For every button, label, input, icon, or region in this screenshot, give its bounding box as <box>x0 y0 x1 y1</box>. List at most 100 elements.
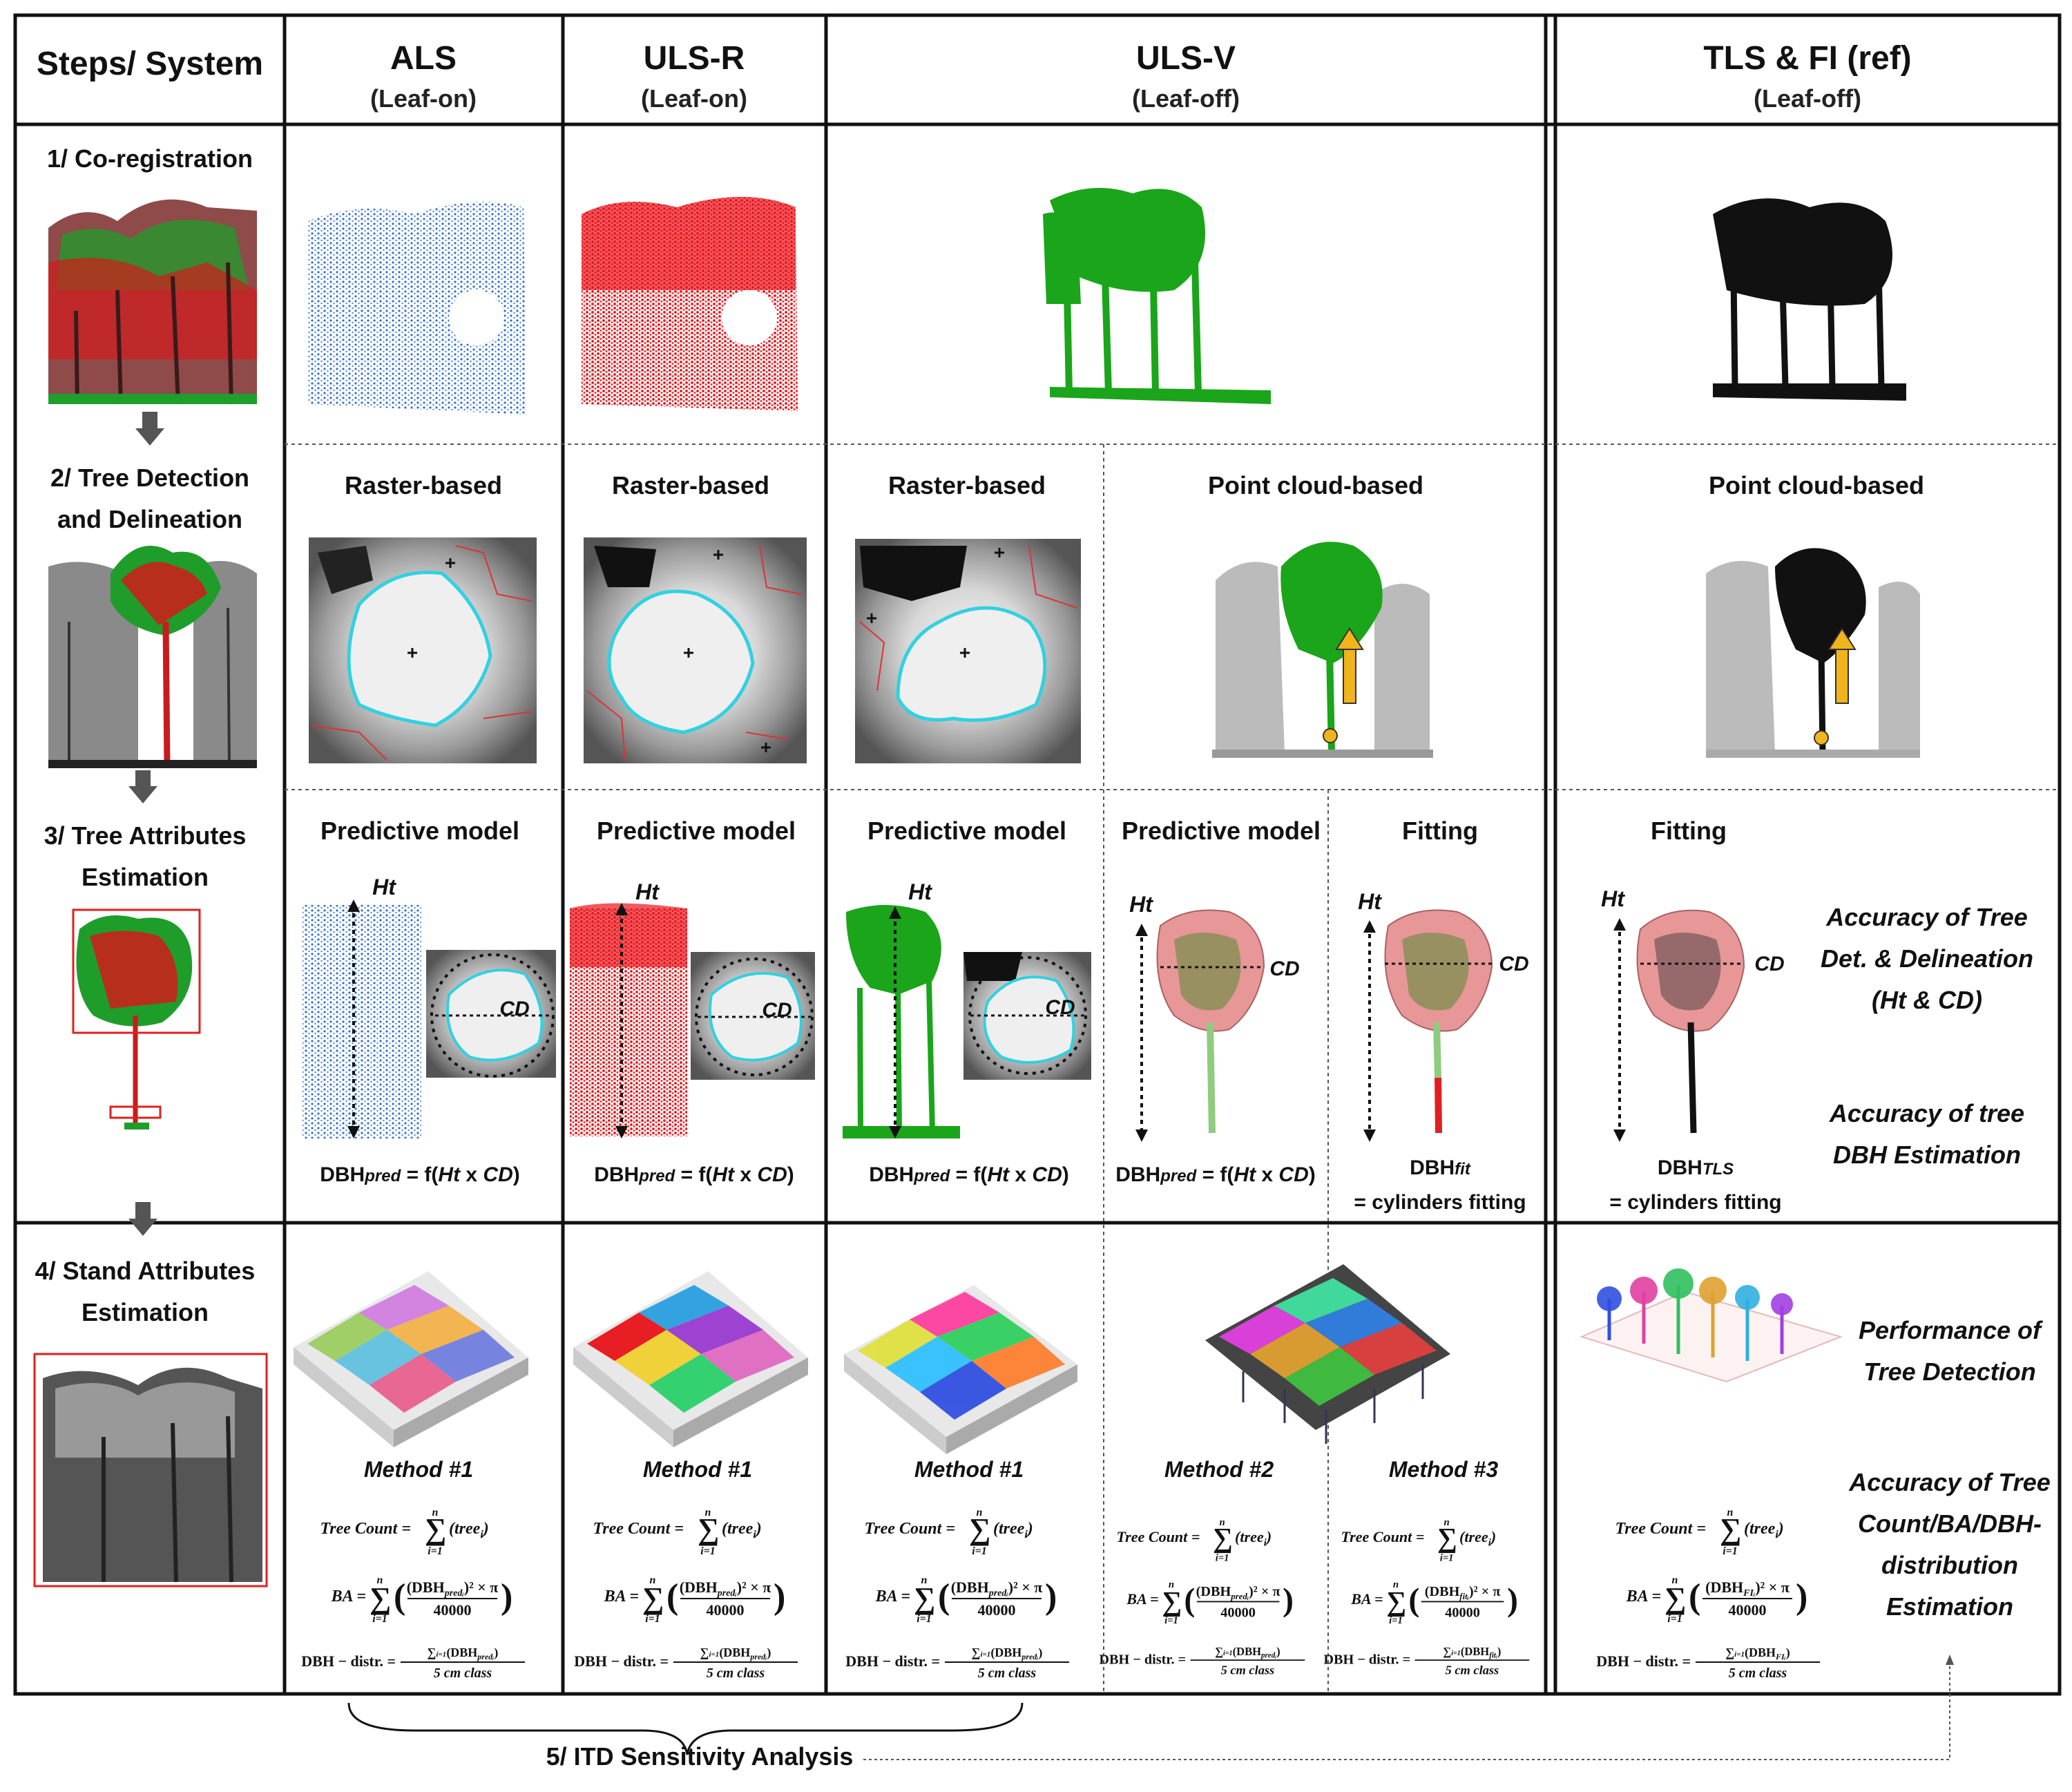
tls-sum-symbol: ∑ <box>1720 1512 1741 1546</box>
ulsr-dbh-pred: DBHpred = f(Ht x CD) <box>594 1163 794 1186</box>
tls-sum-top: n <box>1727 1507 1734 1518</box>
ulsv3-dist-numerator: ∑i=1(DBHfitᵢ) <box>1443 1645 1501 1660</box>
tls-formulas: Tree Count =∑ni=1(treei)BA =∑ni=1((DBHFI… <box>1596 1507 1820 1681</box>
step1-pointcloud-image <box>47 199 258 405</box>
ulsv1-ba-sum-symbol: ∑ <box>914 1581 935 1615</box>
ulsv1-ba-paren-right: ) <box>1045 1577 1057 1617</box>
sensitivity-link-arrowhead <box>1946 1655 1954 1665</box>
side-acc2-b: DBH Estimation <box>1833 1141 2021 1169</box>
ulsv1-dist-numerator: ∑i=1(DBHpredᵢ) <box>972 1646 1043 1661</box>
als-sum-bottom: i=1 <box>428 1545 443 1557</box>
ulsv2-ba-paren-right: ) <box>1283 1581 1294 1618</box>
ulsv2-treecount-lhs: Tree Count = <box>1116 1528 1200 1545</box>
als-sum-symbol: ∑ <box>425 1512 446 1546</box>
side-acc2-a: Accuracy of tree <box>1829 1099 2024 1127</box>
ulsr-ba-denominator: 40000 <box>707 1601 745 1619</box>
ulsr-pointcloud-row1 <box>582 197 798 411</box>
als-formulas: Tree Count =∑ni=1(treei)BA =∑ni=1((DBHpr… <box>301 1507 525 1681</box>
ulsr-ba-sum-top: n <box>650 1574 656 1586</box>
als-cd-label: CD <box>499 998 529 1020</box>
side-acc3-b: Count/BA/DBH- <box>1858 1509 2042 1538</box>
ulsr-dist-numerator: ∑i=1(DBHpredᵢ) <box>700 1646 771 1661</box>
als-ba-numerator: (DBHpredᵢ)² × π <box>407 1579 499 1599</box>
ulsv3-ba-denominator: 40000 <box>1445 1605 1480 1621</box>
ulsv-method1-label: Method #1 <box>914 1457 1024 1482</box>
ulsv-ht-label-2: Ht <box>1129 892 1153 917</box>
ulsr-cd-label: CD <box>762 999 792 1022</box>
ulsv-crown-model <box>1135 909 1265 1142</box>
ulsv2-ba-numerator: (DBHpredᵢ)² × π <box>1196 1584 1280 1601</box>
ulsr-ht-label: Ht <box>635 879 660 904</box>
side-acc3-c: distribution <box>1881 1551 2018 1579</box>
ulsr-ba-numerator: (DBHpredᵢ)² × π <box>680 1579 771 1599</box>
ulsv1-treecount-lhs: Tree Count = <box>865 1520 955 1538</box>
als-dbh-pred: DBHpred = f(Ht x CD) <box>320 1163 520 1186</box>
ulsv1-sum-bottom: i=1 <box>972 1545 987 1557</box>
header-ulsv-sub: (Leaf-off) <box>1132 84 1240 113</box>
ulsr-sum-symbol: ∑ <box>698 1512 719 1546</box>
ulsv2-ba-sum-top: n <box>1169 1579 1174 1590</box>
ulsr-treecount-lhs: Tree Count = <box>593 1520 684 1538</box>
als-ba-lhs: BA = <box>331 1588 366 1605</box>
header-tls-sub: (Leaf-off) <box>1754 84 1861 113</box>
ulsr-dist-denominator: 5 cm class <box>707 1666 765 1681</box>
tls-ba-denominator: 40000 <box>1729 1601 1767 1619</box>
ulsv-cd-label-2: CD <box>1269 957 1299 980</box>
ulsv-pointcloud-row1 <box>1043 188 1271 404</box>
ulsv-fit-cd-label: CD <box>1499 953 1528 975</box>
ulsv3-ba-sum-symbol: ∑ <box>1386 1585 1406 1617</box>
ulsv-pointcloud-tree <box>1212 542 1433 758</box>
tls-ba-sum-symbol: ∑ <box>1665 1581 1686 1615</box>
header-steps: Steps/ System <box>37 46 263 82</box>
tls-treecount-lhs: Tree Count = <box>1615 1520 1706 1538</box>
step-3-label-a: 3/ Tree Attributes <box>44 821 247 850</box>
side-perf-b: Tree Detection <box>1863 1357 2035 1386</box>
ulsv-dbh-pred: DBHpred = f(Ht x CD) <box>869 1163 1069 1186</box>
als-dist-denominator: 5 cm class <box>434 1666 492 1681</box>
ulsr-ba-paren-left: ( <box>666 1577 678 1617</box>
ulsv-cd-label: CD <box>1045 996 1075 1019</box>
als-ba-sum-top: n <box>377 1574 383 1586</box>
itd-brace <box>347 1702 1024 1755</box>
ulsv3-dist-lhs: DBH − distr. = <box>1323 1652 1410 1668</box>
ulsv-chm-raster <box>855 539 1081 763</box>
ulsv1-ba-numerator: (DBHpredᵢ)² × π <box>951 1579 1043 1599</box>
ulsv1-dist-denominator: 5 cm class <box>978 1666 1037 1681</box>
ulsv1-dist-lhs: DBH − distr. = <box>845 1652 940 1670</box>
als-predictive-label: Predictive model <box>320 817 519 845</box>
side-acc3-d: Estimation <box>1886 1592 2013 1621</box>
als-ba-sum-bottom: i=1 <box>372 1613 387 1625</box>
ulsv-ht-label: Ht <box>908 879 932 904</box>
tls-pointcloud-tree <box>1706 548 1920 758</box>
ulsr-treecount-rhs: (treei) <box>722 1520 762 1541</box>
step-3-label-b: Estimation <box>81 863 209 891</box>
ulsv3-treecount-rhs: (treei) <box>1459 1528 1496 1549</box>
tls-dbh-fit: DBHTLS <box>1658 1156 1734 1179</box>
step2-pointcloud-image <box>48 546 257 768</box>
ulsv3-ba-paren-right: ) <box>1507 1581 1518 1618</box>
ulsv3-dist-denominator: 5 cm class <box>1446 1663 1499 1677</box>
ulsr-stand-segmentation <box>573 1271 808 1447</box>
tls-fitting-label: Fitting <box>1651 817 1727 845</box>
ulsr-ba-sum-symbol: ∑ <box>642 1581 664 1615</box>
ulsr-chm-raster <box>584 537 807 763</box>
ulsv-method3-label: Method #3 <box>1389 1457 1498 1482</box>
ulsv2-dist-lhs: DBH − distr. = <box>1099 1652 1186 1668</box>
ulsv1-ba-sum-bottom: i=1 <box>917 1613 932 1625</box>
step-2-label-b: and Delineation <box>57 505 242 533</box>
ulsv2-treecount-rhs: (treei) <box>1235 1528 1272 1549</box>
tls-dist-denominator: 5 cm class <box>1729 1666 1787 1681</box>
ulsv2-dist-numerator: ∑i=1(DBHpredᵢ) <box>1215 1645 1280 1660</box>
ulsv-fitting-crown <box>1363 909 1493 1142</box>
step-1-label: 1/ Co-registration <box>47 144 253 173</box>
ulsr-sum-top: n <box>705 1507 711 1518</box>
ulsv1-ba-paren-left: ( <box>938 1577 950 1617</box>
side-perf-a: Performance of <box>1859 1316 2043 1344</box>
als-raster-label: Raster-based <box>345 471 502 499</box>
header-als-sub: (Leaf-on) <box>370 84 477 113</box>
ulsv2-sum-top: n <box>1220 1517 1225 1528</box>
ulsv1-ba-denominator: 40000 <box>978 1601 1016 1619</box>
ulsr-ba-sum-bottom: i=1 <box>645 1613 660 1625</box>
ulsr-formulas: Tree Count =∑ni=1(treei)BA =∑ni=1((DBHpr… <box>574 1507 798 1681</box>
als-ba-paren-left: ( <box>394 1577 405 1617</box>
